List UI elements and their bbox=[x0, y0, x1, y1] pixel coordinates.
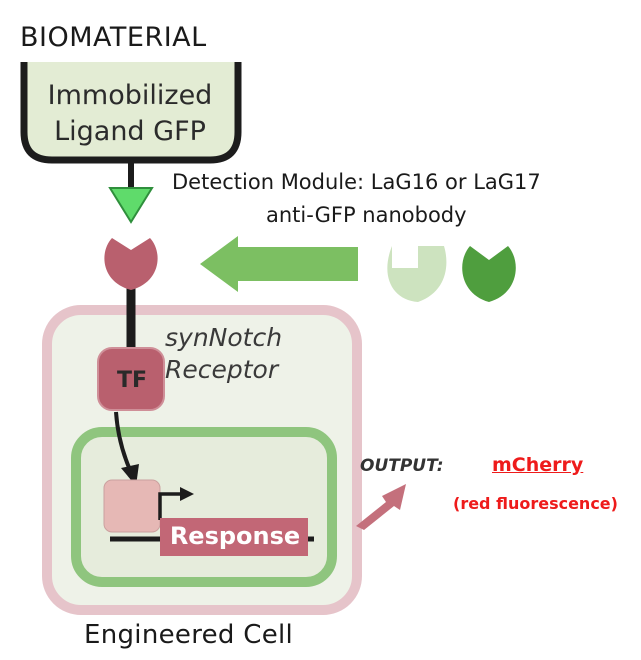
binding-arrow bbox=[200, 236, 358, 292]
biomaterial-line-1: Immobilized bbox=[47, 80, 213, 111]
tf-arrow bbox=[114, 411, 132, 471]
transcription-arrow-head bbox=[180, 487, 194, 501]
biomaterial-line-2: Ligand GFP bbox=[54, 116, 206, 147]
receptor-line-1: synNotch bbox=[165, 323, 283, 352]
response-block bbox=[160, 518, 308, 556]
tf-label: TF bbox=[116, 368, 148, 393]
transcription-arrow bbox=[158, 492, 182, 520]
output-note: (red fluorescence) bbox=[453, 494, 618, 513]
nanobody-light-icon bbox=[387, 246, 447, 302]
promoter-block bbox=[103, 479, 161, 533]
biomaterial-box bbox=[20, 62, 242, 164]
output-product: mCherry bbox=[492, 454, 584, 476]
receptor-label: synNotch Receptor bbox=[165, 322, 282, 386]
receptor-head bbox=[104, 238, 158, 290]
nanobody-dark-icon bbox=[462, 246, 516, 302]
detection-module-line-1: Detection Module: LaG16 or LaG17 bbox=[172, 170, 541, 194]
engineered-cell-label: Engineered Cell bbox=[84, 620, 294, 650]
page-title: BIOMATERIAL bbox=[20, 22, 207, 53]
biomaterial-label: Immobilized Ligand GFP bbox=[44, 78, 216, 150]
receptor-line-2: Receptor bbox=[165, 355, 279, 384]
output-arrow bbox=[356, 484, 406, 530]
gfp-ligand-triangle bbox=[108, 187, 154, 224]
tf-box bbox=[97, 347, 165, 411]
output-label: OUTPUT: bbox=[360, 456, 444, 476]
detection-module-line-2: anti-GFP nanobody bbox=[266, 203, 467, 227]
response-label: Response bbox=[169, 522, 301, 550]
